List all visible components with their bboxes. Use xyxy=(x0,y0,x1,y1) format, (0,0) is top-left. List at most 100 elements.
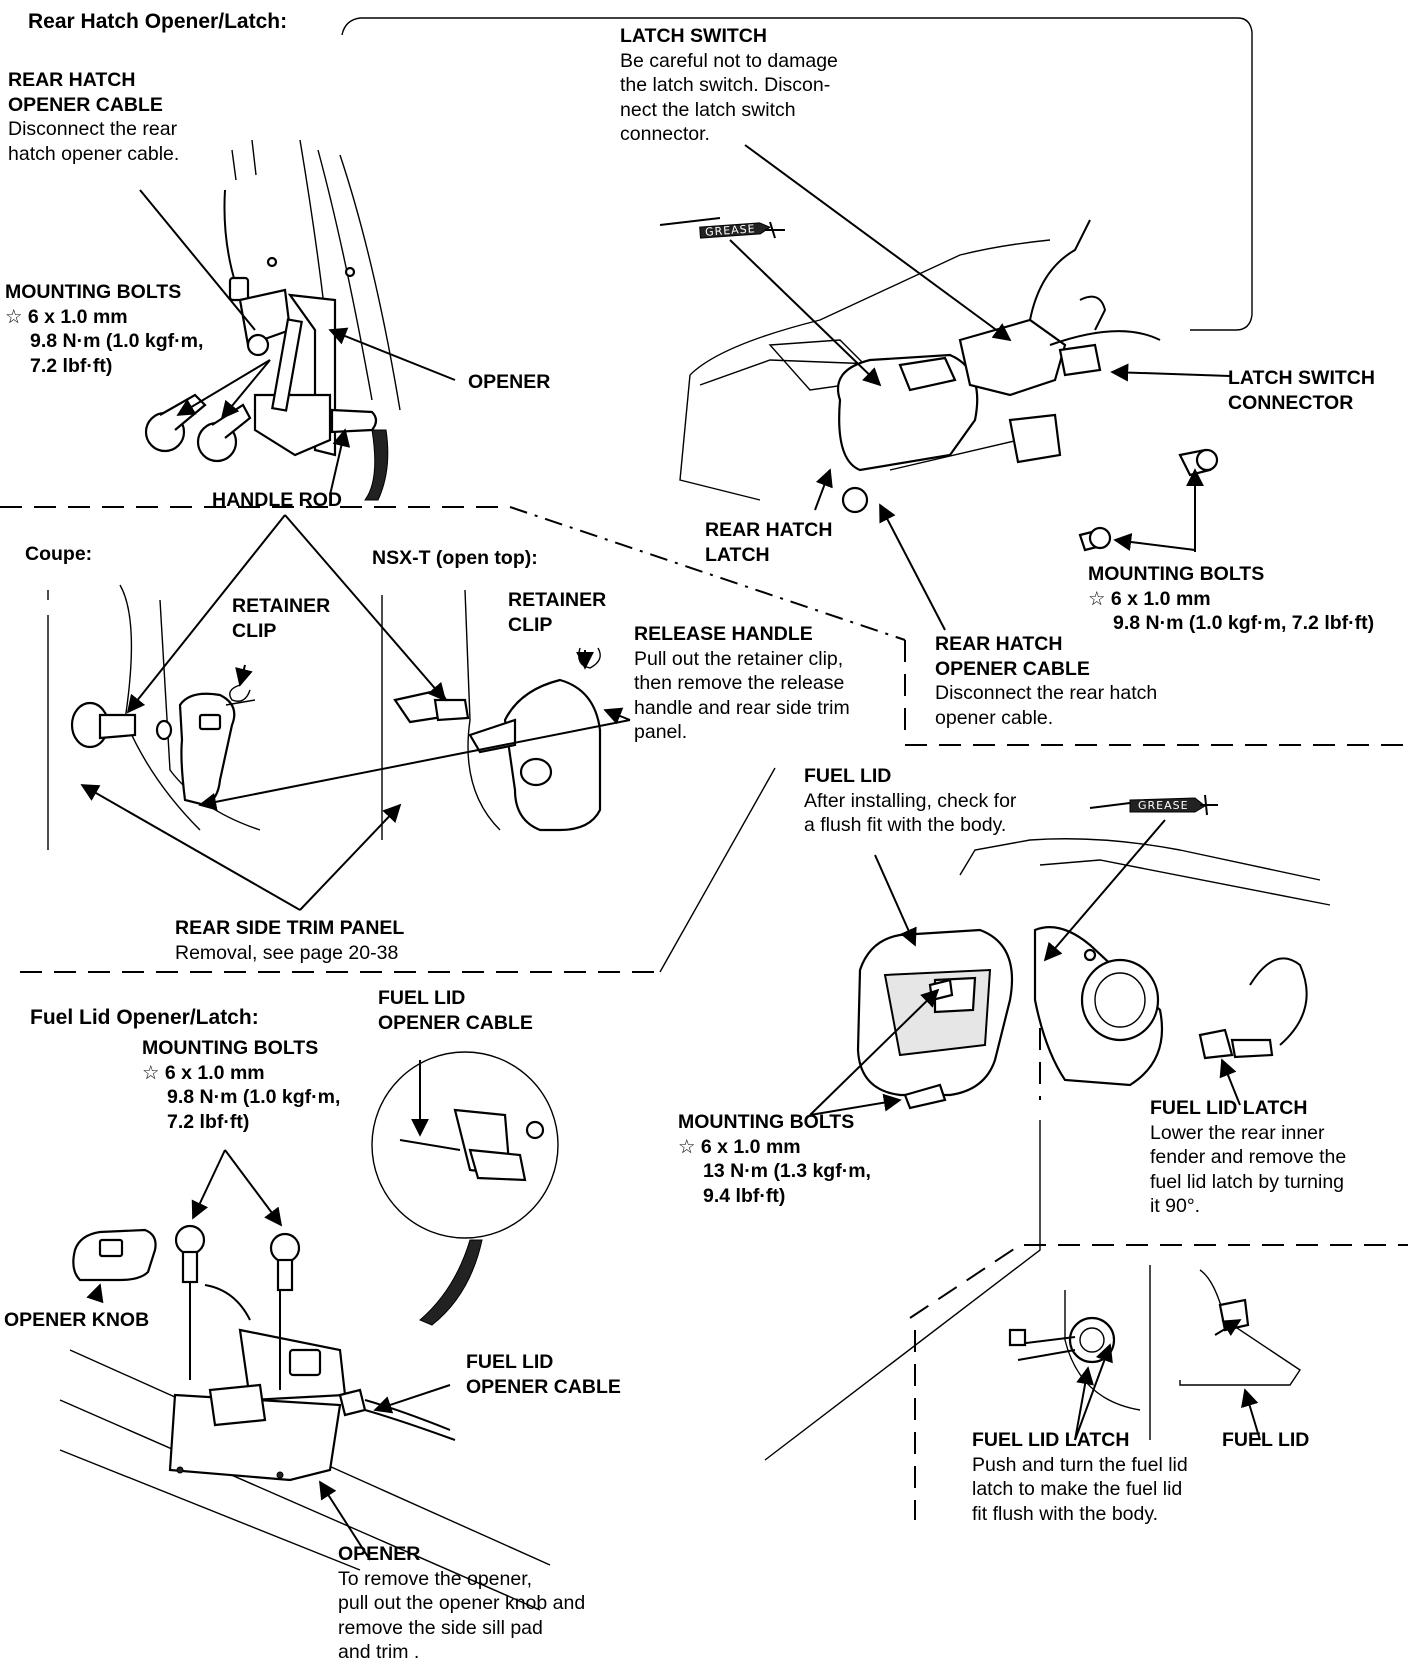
label-text: then remove the release xyxy=(634,672,845,694)
label-title: MOUNTING BOLTS xyxy=(142,1037,319,1059)
release-handle-drawing xyxy=(47,514,631,911)
label-text: Removal, see page 20-38 xyxy=(175,941,399,964)
label-opener-knob: OPENER KNOB xyxy=(4,1308,149,1333)
label-title: REAR SIDE TRIM PANEL xyxy=(175,917,405,939)
label-title: FUEL LID xyxy=(804,765,892,787)
label-text: Pull out the retainer clip, xyxy=(634,647,844,670)
label-rear-side-trim-panel: REAR SIDE TRIM PANEL Removal, see page 2… xyxy=(175,916,404,965)
label-title: FUEL LID LATCH xyxy=(1150,1097,1308,1119)
label-text: After installing, check for xyxy=(804,789,1017,812)
label-text: Disconnect the rear hatch xyxy=(935,682,1158,704)
label-title: LATCH SWITCH xyxy=(620,25,767,47)
label-title: FUEL LID xyxy=(466,1351,554,1373)
label-rear-hatch-latch: REAR HATCH LATCH xyxy=(705,518,832,567)
label-title: CLIP xyxy=(232,619,277,642)
label-fuel-lid-opener-cable-1: FUEL LID OPENER CABLE xyxy=(378,986,533,1035)
fuel-lid-opener-drawing xyxy=(59,1051,559,1611)
label-title: REAR HATCH xyxy=(935,633,1063,655)
rear-hatch-opener-drawing xyxy=(139,139,456,501)
label-text: Disconnect the rear xyxy=(8,118,178,140)
svg-text:GREASE: GREASE xyxy=(1138,799,1189,812)
label-title: OPENER CABLE xyxy=(935,657,1090,680)
label-text: latch to make the fuel lid xyxy=(972,1478,1183,1500)
section-dividers xyxy=(0,17,1408,1520)
svg-text:GREASE: GREASE xyxy=(705,222,756,238)
label-title: MOUNTING BOLTS xyxy=(678,1111,855,1133)
label-mounting-bolts-4: MOUNTING BOLTS ☆ 6 x 1.0 mm 13 N·m (1.3 … xyxy=(678,1110,871,1208)
label-opener-2: OPENER To remove the opener, pull out th… xyxy=(338,1542,585,1665)
label-title: OPENER CABLE xyxy=(8,93,163,116)
label-text: a flush fit with the body. xyxy=(804,814,1007,836)
label-title: FUEL LID LATCH xyxy=(972,1429,1130,1451)
label-text: remove the side sill pad xyxy=(338,1616,543,1639)
label-title: Coupe: xyxy=(25,543,93,565)
label-title: CLIP xyxy=(508,613,553,636)
label-title: OPENER xyxy=(338,1543,421,1565)
label-fuel-lid-latch-1: FUEL LID LATCH Lower the rear inner fend… xyxy=(1150,1096,1346,1219)
label-title: MOUNTING BOLTS xyxy=(5,281,182,303)
label-spec: ☆ 6 x 1.0 mm xyxy=(142,1061,265,1084)
section-title-nsx-t: NSX-T (open top): xyxy=(372,546,538,571)
label-text: pull out the opener knob and xyxy=(338,1592,586,1614)
rear-hatch-latch-drawing: GREASE xyxy=(659,144,1231,631)
label-title: OPENER CABLE xyxy=(378,1011,533,1034)
label-title: OPENER KNOB xyxy=(4,1309,150,1331)
label-spec: ☆ 6 x 1.0 mm xyxy=(1088,587,1211,610)
label-title: HANDLE ROD xyxy=(212,489,342,511)
section-title-fuel-lid: Fuel Lid Opener/Latch: xyxy=(30,1006,259,1029)
label-text: opener cable. xyxy=(935,706,1054,729)
label-text: handle and rear side trim xyxy=(634,696,850,719)
label-spec: ☆ 6 x 1.0 mm xyxy=(678,1135,801,1158)
label-text: it 90°. xyxy=(1150,1195,1201,1217)
label-title: LATCH SWITCH xyxy=(1228,367,1375,389)
label-title: RETAINER xyxy=(232,595,331,617)
label-latch-switch-connector: LATCH SWITCH CONNECTOR xyxy=(1228,366,1375,415)
section-title-coupe: Coupe: xyxy=(25,542,92,567)
label-title: MOUNTING BOLTS xyxy=(1088,563,1265,585)
label-title: REAR HATCH xyxy=(8,69,136,91)
label-title: RETAINER xyxy=(508,589,607,611)
label-text: fit flush with the body. xyxy=(972,1502,1159,1525)
label-opener-1: OPENER xyxy=(468,370,550,395)
label-title: NSX-T (open top): xyxy=(372,547,538,569)
label-spec: 9.8 N·m (1.0 kgf·m, 7.2 lbf·ft) xyxy=(1113,612,1375,634)
label-title: FUEL LID xyxy=(1222,1429,1310,1451)
label-title: RELEASE HANDLE xyxy=(634,623,813,645)
label-rear-hatch-opener-cable-2: REAR HATCH OPENER CABLE Disconnect the r… xyxy=(935,632,1157,730)
fuel-lid-latch-inset-drawing xyxy=(1008,1265,1301,1441)
label-release-handle: RELEASE HANDLE Pull out the retainer cli… xyxy=(634,622,850,745)
label-spec: 13 N·m (1.3 kgf·m, xyxy=(703,1160,871,1182)
label-spec: 7.2 lbf·ft) xyxy=(30,354,113,377)
label-mounting-bolts-3: MOUNTING BOLTS ☆ 6 x 1.0 mm 9.8 N·m (1.0… xyxy=(142,1036,340,1134)
label-text: Be careful not to damage xyxy=(620,49,838,72)
label-text: panel. xyxy=(634,721,688,743)
label-title: REAR HATCH xyxy=(705,519,833,541)
label-text: To remove the opener, xyxy=(338,1567,533,1590)
label-text: nect the latch switch xyxy=(620,98,796,121)
label-text: and trim . xyxy=(338,1641,420,1663)
label-spec: ☆ 6 x 1.0 mm xyxy=(5,305,128,328)
label-text: connector. xyxy=(620,123,710,145)
label-title: CONNECTOR xyxy=(1228,391,1354,414)
label-spec: 9.8 N·m (1.0 kgf·m, xyxy=(30,330,204,352)
label-retainer-clip-2: RETAINER CLIP xyxy=(508,588,606,637)
label-mounting-bolts-2: MOUNTING BOLTS ☆ 6 x 1.0 mm 9.8 N·m (1.0… xyxy=(1088,562,1374,636)
fuel-lid-drawing: GREASE xyxy=(809,794,1331,1116)
label-text: Lower the rear inner xyxy=(1150,1121,1325,1144)
label-text: Push and turn the fuel lid xyxy=(972,1453,1188,1476)
label-text: the latch switch. Discon- xyxy=(620,74,831,96)
label-spec: 7.2 lbf·ft) xyxy=(167,1110,250,1133)
label-fuel-lid-latch-2: FUEL LID LATCH Push and turn the fuel li… xyxy=(972,1428,1188,1526)
label-mounting-bolts-1: MOUNTING BOLTS ☆ 6 x 1.0 mm 9.8 N·m (1.0… xyxy=(5,280,203,378)
section-title-rear-hatch: Rear Hatch Opener/Latch: xyxy=(28,10,288,33)
label-handle-rod: HANDLE ROD xyxy=(212,488,342,513)
label-title: LATCH xyxy=(705,543,770,566)
label-text: fuel lid latch by turning xyxy=(1150,1170,1345,1193)
label-fuel-lid-1: FUEL LID After installing, check for a f… xyxy=(804,764,1016,838)
label-title: OPENER xyxy=(468,371,551,393)
label-fuel-lid-2: FUEL LID xyxy=(1222,1428,1309,1453)
label-retainer-clip-1: RETAINER CLIP xyxy=(232,594,330,643)
label-title: FUEL LID xyxy=(378,987,466,1009)
label-text: fender and remove the xyxy=(1150,1146,1347,1168)
